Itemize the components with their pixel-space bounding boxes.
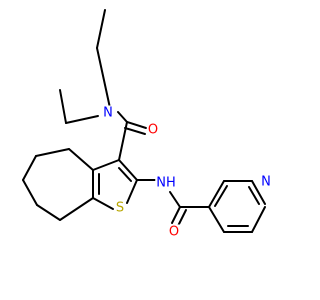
bond-ring7-1 <box>68 148 94 171</box>
atom-label-o-upper: O <box>148 123 158 138</box>
bond-co-upper-2 <box>124 127 146 135</box>
bond-ring7-2 <box>35 148 70 157</box>
bond-ring7-5 <box>36 204 61 221</box>
bond-pyr-6 <box>208 206 225 233</box>
molecule-structure: N O NH S O N <box>22 9 272 240</box>
bond-co-lower-1 <box>171 206 181 224</box>
bond-nh-carbonyl2 <box>169 191 181 208</box>
bond-co-lower-2 <box>177 209 187 227</box>
bond-ethyl1-a <box>96 9 106 49</box>
bond-ring7-4 <box>22 179 38 206</box>
atom-label-nh: NH <box>156 176 176 191</box>
atom-label-background <box>155 175 177 191</box>
atom-label-n-pyridine: N <box>261 175 271 190</box>
atom-label-background <box>146 122 160 138</box>
bond-pyr-3-inner <box>248 186 260 205</box>
atom-label-background <box>102 105 114 121</box>
atom-label-background <box>167 224 181 240</box>
bond-carbonyl-c3 <box>118 121 128 161</box>
bond-ethyl2-a <box>59 89 67 124</box>
bond-n-carbonyl <box>117 111 128 123</box>
bond-ethyl1-b <box>96 47 111 109</box>
atom-label-background <box>114 200 126 216</box>
bond-ring7-3 <box>22 155 37 181</box>
bond-c2-s <box>126 179 138 204</box>
bond-c3-c2-inner <box>118 167 132 182</box>
bond-ethyl2-b <box>65 115 99 124</box>
atom-label-o-lower: O <box>169 225 179 240</box>
bond-s-c7a <box>92 197 114 210</box>
bond-ring7-6 <box>59 197 94 221</box>
bond-pyr-3 <box>251 180 266 205</box>
bond-pyr-1-inner <box>214 185 228 207</box>
atom-label-background <box>260 174 272 190</box>
bond-pyr-4 <box>251 206 266 233</box>
bond-pyr-1 <box>208 180 225 208</box>
bond-c3-c3a <box>92 159 120 171</box>
atom-label-n-amide: N <box>103 106 113 121</box>
structure-canvas: N O NH S O N <box>22 9 272 240</box>
bond-c3-c2 <box>118 159 138 181</box>
bond-co-upper-1 <box>126 121 147 129</box>
atom-label-s: S <box>116 201 124 216</box>
